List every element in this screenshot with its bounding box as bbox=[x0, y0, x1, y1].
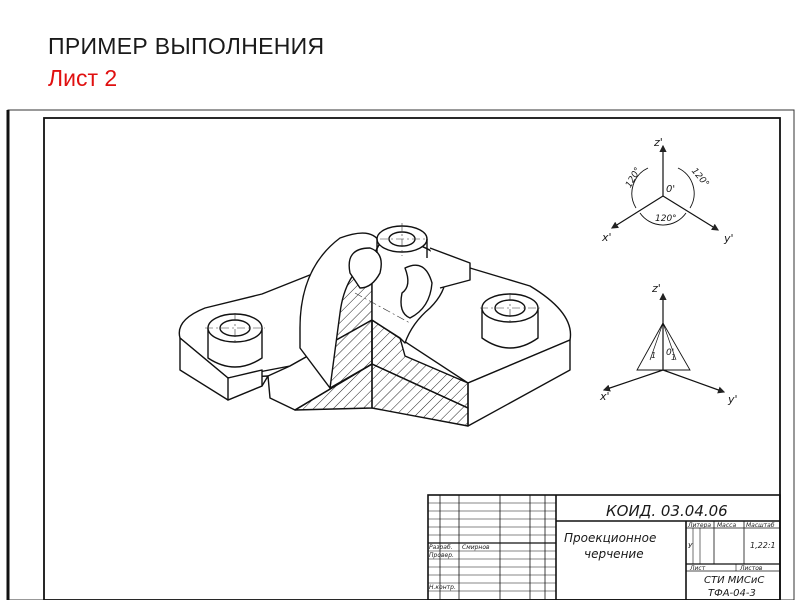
axis1-z-label: z' bbox=[653, 136, 663, 149]
axis2-right-mark: 1 bbox=[671, 353, 676, 362]
axis1-angle-left: 120° bbox=[624, 166, 644, 190]
axis2-x-label: x' bbox=[599, 390, 610, 403]
axis1-y-label: y' bbox=[723, 232, 734, 245]
axis1-origin-label: 0' bbox=[666, 184, 675, 195]
title-block-code: КОИД. 03.04.06 bbox=[606, 502, 728, 520]
title-block-scale-value: 1,22:1 bbox=[750, 541, 776, 550]
title-block-col-scale: Масштаб bbox=[746, 522, 775, 529]
axis2-left-mark: 1 bbox=[651, 351, 656, 360]
drawing-canvas: z' x' y' 0' 120° 120° 120° z' x' y' 0' 1… bbox=[6, 109, 795, 600]
title-block-role-norm: Н.контр. bbox=[429, 584, 456, 591]
drawing-sheet: z' x' y' 0' 120° 120° 120° z' x' y' 0' 1… bbox=[0, 108, 800, 600]
axis1-angle-right: 120° bbox=[689, 166, 711, 189]
title-block-letter-value: У bbox=[688, 542, 693, 550]
axis2-origin-label: 0' bbox=[666, 348, 674, 358]
title-block-org-line2: ТФА-04-3 bbox=[708, 588, 756, 599]
title-block-developer-name: Смирнов bbox=[462, 544, 490, 551]
title-block-role-developer: Разраб. bbox=[429, 544, 453, 551]
title-block-sheets-label: Листов bbox=[739, 565, 763, 572]
isometric-axes-diagram-1 bbox=[610, 144, 720, 231]
axis2-z-label: z' bbox=[651, 282, 661, 295]
title-block-name-line1: Проекционное bbox=[564, 531, 656, 545]
title-block-name-line2: черчение bbox=[584, 547, 644, 561]
title-block-role-checker: Провер. bbox=[429, 552, 454, 559]
isometric-part-drawing bbox=[178, 223, 572, 427]
axis1-angle-bottom: 120° bbox=[655, 214, 677, 224]
title-block-col-mass: Масса bbox=[717, 522, 736, 529]
axis2-y-label: y' bbox=[727, 393, 738, 406]
drawing-frame bbox=[43, 117, 781, 600]
title-block-sheet-label: Лист bbox=[689, 565, 706, 572]
title-block-col-letter: Литера bbox=[687, 522, 711, 529]
axis1-x-label: x' bbox=[601, 231, 612, 244]
title-block-org-line1: СТИ МИСиС bbox=[704, 575, 764, 586]
isometric-axes-diagram-2 bbox=[602, 292, 726, 394]
title-block bbox=[427, 494, 781, 600]
slide-subtitle: Лист 2 bbox=[48, 65, 118, 91]
slide-title: ПРИМЕР ВЫПОЛНЕНИЯ bbox=[48, 33, 325, 59]
